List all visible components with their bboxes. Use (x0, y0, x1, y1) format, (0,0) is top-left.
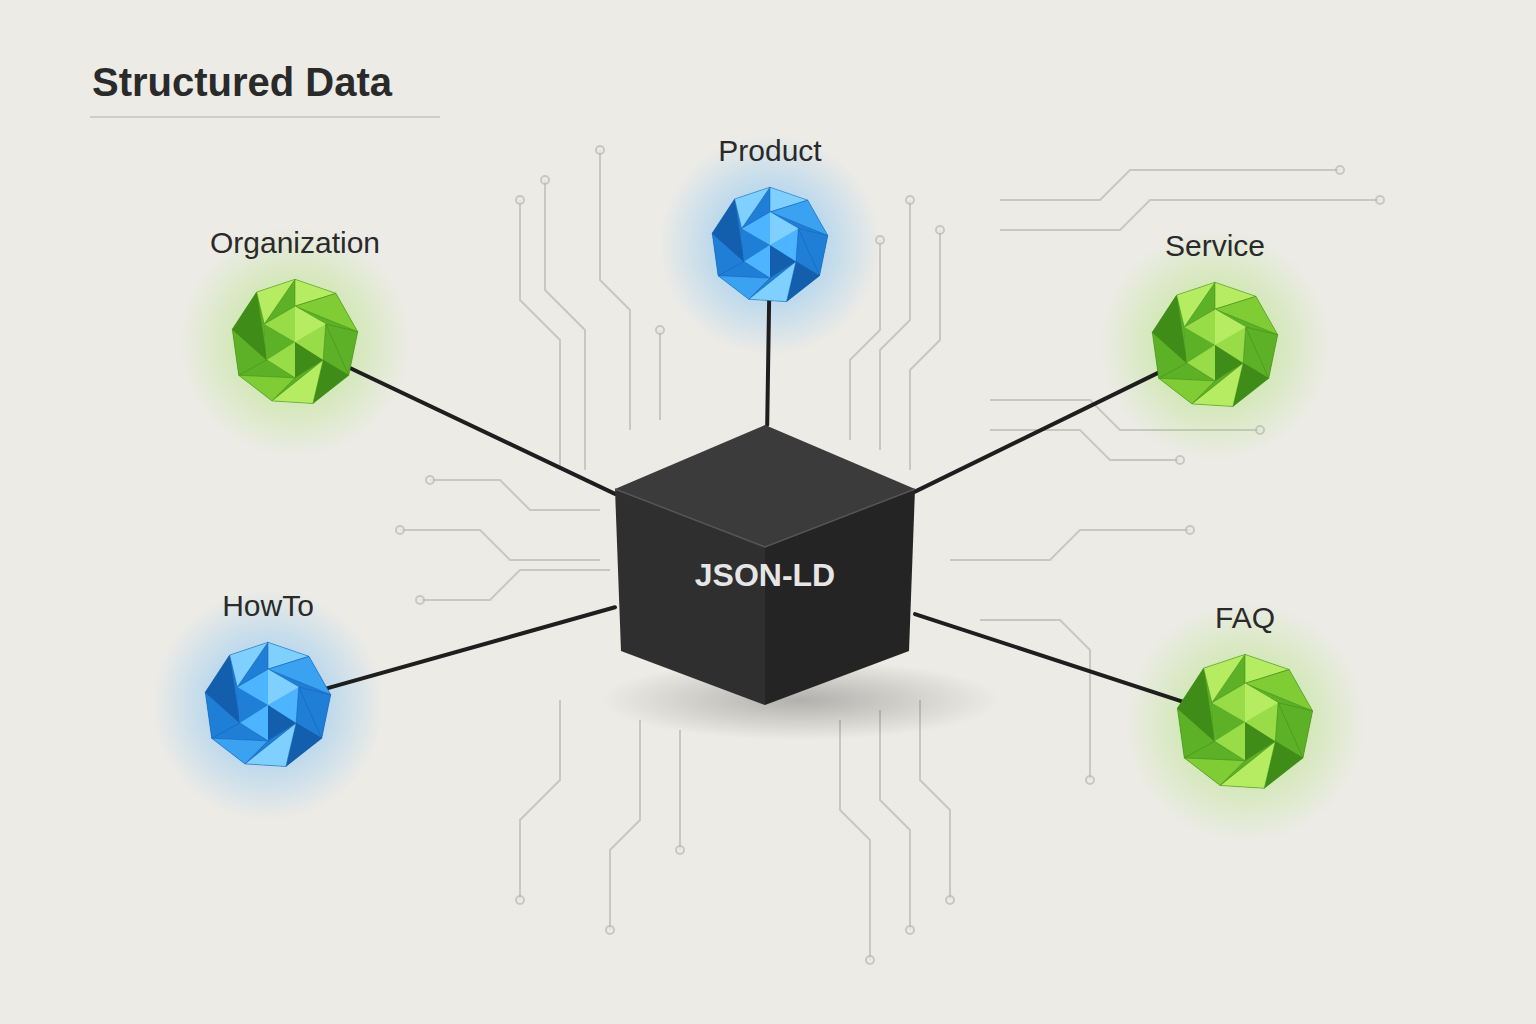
gem-facet (770, 245, 796, 278)
gem-face (1184, 309, 1245, 381)
glow (153, 590, 383, 820)
gem-body (712, 187, 828, 301)
gem-facet (718, 276, 770, 300)
gem-facet (1245, 683, 1278, 722)
trace-pads (396, 146, 1384, 964)
cube-left (615, 489, 765, 705)
glow (180, 227, 410, 457)
gem-facet (1159, 378, 1215, 404)
gem-facet (770, 212, 798, 245)
gem-face (742, 212, 799, 278)
gem-face (1212, 683, 1278, 760)
gem-facet (1215, 309, 1246, 345)
gem-body (205, 642, 330, 766)
gem-facet (742, 228, 770, 261)
connector-line (322, 607, 615, 689)
gem-facet (1215, 345, 1243, 381)
circuit-traces (400, 150, 1380, 960)
schema-gem: Organization (231, 278, 359, 406)
gem-facet (1184, 327, 1215, 363)
hub-label: JSON-LD (615, 557, 915, 594)
gem-face (264, 306, 325, 378)
schema-gem: FAQ (1176, 653, 1314, 791)
gem-body (1177, 654, 1312, 788)
gem-facet (212, 738, 268, 764)
gem-shape (204, 641, 332, 769)
gem-facet (1184, 758, 1245, 786)
connector-line (767, 295, 769, 425)
gem-facet (268, 669, 299, 705)
schema-gem: Service (1151, 281, 1279, 409)
schema-label: Service (1165, 229, 1265, 263)
gem-facet (239, 375, 295, 401)
connector-line (915, 372, 1161, 492)
gem-shape (711, 186, 829, 304)
gem-shape (1176, 653, 1314, 791)
json-ld-cube: JSON-LD (615, 425, 915, 705)
connector-line (349, 368, 615, 494)
gem-facet (268, 705, 296, 741)
gem-body (232, 279, 357, 403)
gem-facet (295, 306, 326, 342)
gem-facet (1212, 703, 1245, 742)
glow (1125, 602, 1365, 842)
gem-facet (1245, 722, 1275, 761)
glow (1100, 230, 1330, 460)
cube-right (765, 489, 915, 705)
gem-facet (237, 687, 268, 723)
schema-label: Organization (210, 226, 380, 260)
connector-line (915, 614, 1186, 703)
schema-label: FAQ (1215, 601, 1275, 635)
diagram-title: Structured Data (92, 60, 392, 105)
schema-label: HowTo (222, 589, 314, 623)
schema-gem: HowTo (204, 641, 332, 769)
title-rule (90, 116, 440, 118)
schema-label: Product (718, 134, 821, 168)
cube-edge (615, 489, 915, 547)
gem-shape (1151, 281, 1279, 409)
gem-face (237, 669, 298, 741)
gem-facet (295, 342, 323, 378)
gem-body (1152, 282, 1277, 406)
gem-facet (264, 324, 295, 360)
schema-gem: Product (711, 186, 829, 304)
gem-shape (231, 278, 359, 406)
